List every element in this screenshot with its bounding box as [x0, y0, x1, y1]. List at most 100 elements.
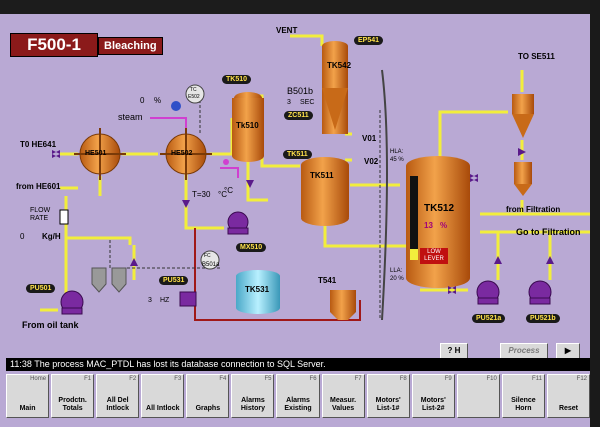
fkey-number: F11: [532, 376, 542, 382]
fkey-number: F10: [486, 376, 497, 382]
fkey-label: All Intlock: [146, 405, 180, 412]
cyclone-se511[interactable]: [512, 94, 534, 196]
tag-ep541[interactable]: EP541: [354, 36, 384, 45]
tag-tk510[interactable]: TK510: [222, 75, 252, 84]
fkey-f10[interactable]: F10: [456, 374, 500, 418]
fkey-label: Reset: [558, 405, 579, 412]
tank-tk511-label: TK511: [310, 171, 334, 180]
monitor-bezel-top: [0, 0, 600, 14]
tank-tk542-shape[interactable]: [322, 41, 348, 134]
lla-value: 20 %: [390, 276, 404, 282]
e502-label: E502: [188, 94, 200, 100]
tank-tk511-shape[interactable]: [301, 157, 349, 226]
tank-tk512-label: TK512: [424, 203, 455, 214]
fkey-label: Alarms Existing: [284, 397, 312, 412]
fkey-number: F5: [264, 376, 272, 382]
from-filtration-label: from Filtration: [506, 205, 561, 214]
tank-tk531-shape[interactable]: [236, 270, 280, 314]
tank-tk510-shape[interactable]: [232, 92, 264, 162]
heat-exchanger-he502[interactable]: [160, 128, 212, 180]
fkey-number: F9: [444, 376, 452, 382]
tag-mx510[interactable]: MX510: [236, 243, 267, 252]
temp-unit: °C: [224, 186, 233, 195]
tank-tk512-shape[interactable]: [406, 156, 470, 288]
to-filtration-label: Go to Filtration: [516, 227, 581, 237]
tag-zc511[interactable]: ZC511: [284, 111, 313, 120]
hz-value: 3: [148, 297, 152, 304]
fc-label: FC: [204, 253, 211, 259]
b501b-label: B501b: [287, 86, 314, 96]
vent-label: VENT: [276, 26, 298, 35]
vacuum-line: [381, 69, 388, 321]
tag-tk511[interactable]: TK511: [283, 150, 312, 159]
hla-label: HLA:: [390, 149, 404, 155]
play-button[interactable]: ▶: [556, 343, 580, 359]
fkey-label: Measur. Values: [330, 397, 357, 412]
steam-pct-unit: %: [154, 96, 162, 105]
hz-unit: HZ: [160, 297, 170, 304]
tag-pu521b[interactable]: PU521b: [526, 314, 560, 323]
monitor-bezel-right: [590, 0, 600, 427]
tag-pu521a[interactable]: PU521a: [472, 314, 506, 323]
instruments: [59, 84, 229, 270]
pumps[interactable]: [60, 211, 552, 315]
fkey-number: Home: [30, 376, 47, 382]
fkey-number: F4: [219, 376, 227, 382]
t541-label: T541: [318, 276, 337, 285]
hopper-t541[interactable]: [330, 290, 356, 320]
page-title: Bleaching: [98, 37, 163, 55]
he501-label: HE501: [85, 150, 107, 157]
sec-value: 3: [287, 99, 291, 106]
valves[interactable]: [52, 148, 554, 294]
fkey-label: Alarms History: [240, 397, 265, 412]
process-button[interactable]: Process: [500, 343, 548, 359]
lla-label: LLA:: [390, 268, 403, 274]
tank-tk510-label: Tk510: [236, 121, 259, 130]
alarm-banner[interactable]: 11:38 The process MAC_PTDL has lost its …: [6, 358, 590, 371]
fkey-number: F12: [576, 376, 588, 382]
low-level-alarm: LOW LEVER: [420, 248, 448, 264]
from-he601-label: from HE601: [16, 182, 61, 191]
fkey-label: Silence Horn: [511, 397, 536, 412]
to-se511-label: TO SE511: [518, 52, 555, 61]
tc-label: TC: [190, 87, 197, 93]
flow-unit: Kg/H: [42, 232, 61, 241]
fkey-label: Motors' List-2#: [420, 397, 446, 412]
fkey-number: F1: [84, 376, 92, 382]
temp-setpoint-unit: °C: [218, 190, 227, 199]
fkey-label: Main: [19, 405, 36, 412]
to-he641-label: T0 HE641: [20, 140, 57, 149]
steam-pct-value: 0: [140, 96, 145, 105]
tag-pu501[interactable]: PU501: [26, 284, 56, 293]
tank-tk531-label: TK531: [245, 285, 270, 294]
fkey-number: F6: [309, 376, 317, 382]
filter-pots: [91, 267, 127, 293]
fkey-number: F2: [129, 376, 137, 382]
heat-exchanger-he501[interactable]: [74, 128, 126, 180]
flow-rate-label-2: RATE: [30, 215, 49, 222]
steam-label: steam: [118, 112, 143, 122]
help-button[interactable]: ? H: [440, 343, 468, 359]
tag-pu531[interactable]: PU531: [159, 276, 189, 285]
fkey-label: All Del Intlock: [106, 397, 129, 412]
fkey-number: F7: [354, 376, 362, 382]
he502-label: HE502: [171, 150, 193, 157]
bleaching-earth-pipe: [194, 228, 361, 321]
fkey-number: F8: [399, 376, 407, 382]
b501a-label: B501a: [202, 262, 220, 268]
